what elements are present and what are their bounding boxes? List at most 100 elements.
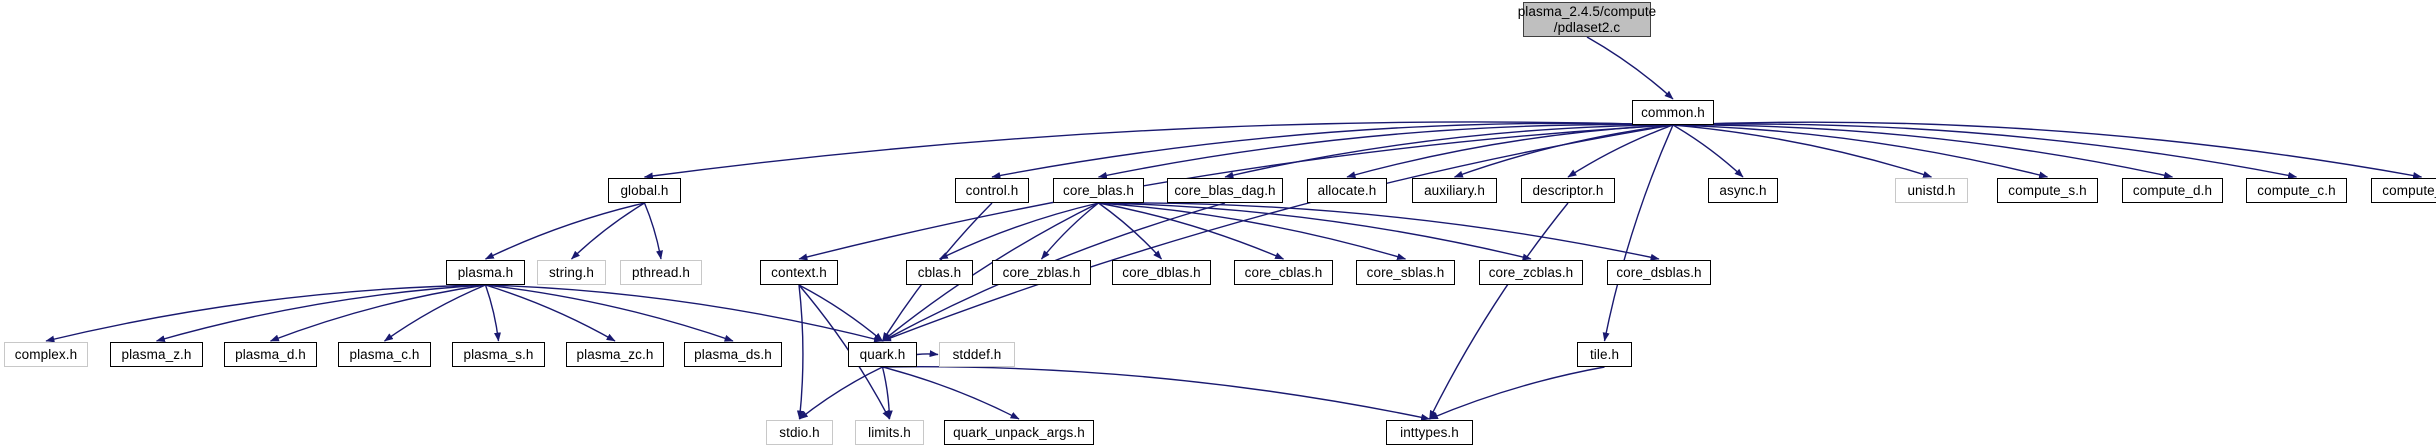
graph-node-root[interactable]: plasma_2.4.5/compute /pdlaset2.c xyxy=(1518,2,1656,37)
graph-edge-quark-to-stdio xyxy=(799,366,883,420)
graph-node-auxiliary[interactable]: auxiliary.h xyxy=(1412,178,1497,203)
graph-node-async[interactable]: async.h xyxy=(1708,178,1778,203)
graph-node-tile[interactable]: tile.h xyxy=(1577,342,1632,367)
graph-edge-common-to-unistd xyxy=(1672,124,1933,178)
graph-node-label: unistd.h xyxy=(1907,182,1956,198)
graph-edge-common-to-global xyxy=(643,121,1674,180)
graph-node-core_zcblas[interactable]: core_zcblas.h xyxy=(1479,260,1583,285)
graph-node-label: inttypes.h xyxy=(1400,424,1459,440)
graph-node-quark_unpack[interactable]: quark_unpack_args.h xyxy=(944,420,1094,445)
graph-node-label: quark.h xyxy=(859,346,906,362)
graph-edge-common-to-descriptor xyxy=(1567,124,1674,178)
graph-node-core_sblas[interactable]: core_sblas.h xyxy=(1356,260,1455,285)
graph-node-plasma_z[interactable]: plasma_z.h xyxy=(110,342,203,367)
graph-node-label: core_sblas.h xyxy=(1366,264,1445,280)
graph-node-string[interactable]: string.h xyxy=(537,260,606,285)
graph-node-global[interactable]: global.h xyxy=(608,178,681,203)
graph-node-compute_d[interactable]: compute_d.h xyxy=(2122,178,2223,203)
graph-edge-core_blas-to-quark xyxy=(882,202,1099,342)
graph-node-label: control.h xyxy=(965,182,1019,198)
graph-node-plasma_c[interactable]: plasma_c.h xyxy=(338,342,431,367)
graph-edge-common-to-compute_d xyxy=(1672,124,2174,179)
graph-edge-core_blas-to-core_cblas xyxy=(1098,202,1285,260)
graph-edge-common-to-context xyxy=(798,124,1674,261)
graph-node-plasma_ds[interactable]: plasma_ds.h xyxy=(684,342,782,367)
graph-node-core_blas_dag[interactable]: core_blas_dag.h xyxy=(1167,178,1283,203)
graph-node-core_zblas[interactable]: core_zblas.h xyxy=(992,260,1091,285)
graph-edge-common-to-async xyxy=(1672,124,1744,178)
graph-node-plasma[interactable]: plasma.h xyxy=(446,260,525,285)
graph-edge-plasma-to-plasma_z xyxy=(155,284,486,343)
graph-node-label: core_zblas.h xyxy=(1002,264,1081,280)
graph-node-cblas[interactable]: cblas.h xyxy=(906,260,973,285)
graph-edge-plasma-to-complex xyxy=(45,284,486,343)
graph-node-label: compute_z.h xyxy=(2382,182,2436,198)
graph-node-compute_s[interactable]: compute_s.h xyxy=(1997,178,2098,203)
graph-node-label: complex.h xyxy=(14,346,78,362)
graph-node-label: core_blas_dag.h xyxy=(1174,182,1276,198)
graph-node-label: allocate.h xyxy=(1317,182,1377,198)
graph-node-label: string.h xyxy=(548,264,595,280)
graph-edge-core_blas-to-core_dblas xyxy=(1098,202,1163,260)
graph-edge-core_blas-to-core_sblas xyxy=(1098,202,1407,260)
graph-node-core_cblas[interactable]: core_cblas.h xyxy=(1234,260,1333,285)
graph-edge-global-to-pthread xyxy=(643,202,663,260)
graph-node-stddef[interactable]: stddef.h xyxy=(939,342,1015,367)
graph-edge-quark-to-limits xyxy=(881,366,893,420)
graph-node-label: pthread.h xyxy=(632,264,690,280)
graph-edge-core_blas-to-core_zcblas xyxy=(1098,202,1532,261)
graph-node-label: compute_s.h xyxy=(2008,182,2087,198)
graph-node-complex[interactable]: complex.h xyxy=(4,342,88,367)
graph-edge-core_blas-to-core_zblas xyxy=(1040,202,1099,260)
graph-node-unistd[interactable]: unistd.h xyxy=(1895,178,1968,203)
graph-edge-quark-to-inttypes xyxy=(882,366,1431,421)
graph-node-label: tile.h xyxy=(1589,346,1620,362)
graph-node-compute_c[interactable]: compute_c.h xyxy=(2246,178,2347,203)
graph-edge-common-to-control xyxy=(991,122,1674,179)
graph-node-label: core_dblas.h xyxy=(1122,264,1201,280)
graph-edge-plasma-to-plasma_c xyxy=(384,284,486,342)
graph-edge-plasma-to-plasma_ds xyxy=(485,284,734,342)
graph-node-plasma_s[interactable]: plasma_s.h xyxy=(452,342,545,367)
graph-node-limits[interactable]: limits.h xyxy=(855,420,924,445)
graph-edge-common-to-quark xyxy=(881,124,1674,342)
graph-edge-core_blas-to-cblas xyxy=(938,202,1099,260)
graph-edge-context-to-stdio xyxy=(796,284,804,420)
graph-edge-global-to-string xyxy=(571,202,645,260)
graph-node-plasma_zc[interactable]: plasma_zc.h xyxy=(566,342,664,367)
graph-node-label: quark_unpack_args.h xyxy=(953,424,1085,440)
graph-edge-common-to-core_blas xyxy=(1097,123,1674,179)
graph-node-quark[interactable]: quark.h xyxy=(848,342,917,367)
graph-node-core_blas[interactable]: core_blas.h xyxy=(1053,178,1144,203)
graph-node-label: plasma.h xyxy=(457,264,514,280)
graph-node-context[interactable]: context.h xyxy=(760,260,838,285)
graph-node-label: core_blas.h xyxy=(1063,182,1134,198)
graph-edge-common-to-compute_z xyxy=(1672,121,2423,179)
graph-node-stdio[interactable]: stdio.h xyxy=(766,420,833,445)
graph-edge-plasma-to-quark xyxy=(485,284,884,343)
graph-node-pthread[interactable]: pthread.h xyxy=(620,260,702,285)
graph-node-label: global.h xyxy=(620,182,669,198)
graph-node-label: stddef.h xyxy=(952,346,1002,362)
graph-node-compute_z[interactable]: compute_z.h xyxy=(2371,178,2436,203)
graph-node-label: plasma_zc.h xyxy=(576,346,654,362)
graph-node-inttypes[interactable]: inttypes.h xyxy=(1386,420,1473,445)
graph-node-allocate[interactable]: allocate.h xyxy=(1307,178,1387,203)
graph-node-label: cblas.h xyxy=(917,264,962,280)
graph-node-core_dblas[interactable]: core_dblas.h xyxy=(1112,260,1211,285)
graph-node-label: stdio.h xyxy=(779,424,820,440)
graph-node-plasma_d[interactable]: plasma_d.h xyxy=(224,342,317,367)
graph-node-label: core_dsblas.h xyxy=(1616,264,1702,280)
graph-node-label: auxiliary.h xyxy=(1424,182,1485,198)
graph-node-label: plasma_2.4.5/compute /pdlaset2.c xyxy=(1517,4,1657,35)
graph-node-common[interactable]: common.h xyxy=(1632,100,1714,125)
graph-node-control[interactable]: control.h xyxy=(955,178,1029,203)
graph-node-descriptor[interactable]: descriptor.h xyxy=(1521,178,1615,203)
graph-node-core_dsblas[interactable]: core_dsblas.h xyxy=(1607,260,1711,285)
graph-edge-root-to-common xyxy=(1586,36,1674,100)
graph-edge-descriptor-to-inttypes xyxy=(1428,202,1569,420)
graph-node-label: context.h xyxy=(771,264,827,280)
graph-edge-plasma-to-plasma_s xyxy=(484,284,501,342)
